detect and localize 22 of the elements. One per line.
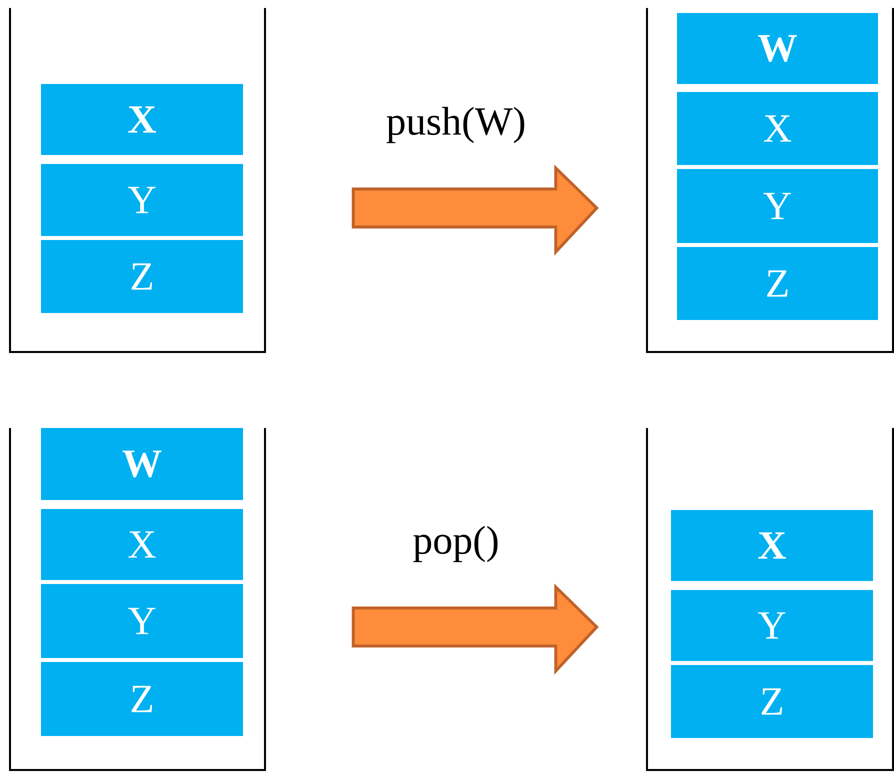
stack-item: Y — [671, 590, 873, 661]
stack-item: Y — [677, 169, 878, 243]
stack-container — [9, 428, 266, 771]
stack-item: Y — [41, 584, 243, 658]
stack-item: Z — [41, 240, 243, 313]
stack-item: X — [41, 84, 243, 155]
edge-label: pop() — [413, 526, 498, 562]
stack-item: X — [677, 92, 878, 165]
edge-label: push(W) — [386, 106, 524, 144]
block-arrow — [352, 584, 599, 675]
stack-item: Z — [41, 662, 243, 736]
stack-item: Z — [671, 665, 873, 738]
stack-item: W — [677, 13, 878, 84]
stack-item: X — [41, 509, 243, 580]
block-arrow — [352, 164, 599, 256]
stack-item: X — [671, 510, 873, 581]
stack-container — [646, 428, 894, 771]
stack-container — [9, 8, 266, 353]
stack-container — [646, 8, 894, 353]
stack-item: W — [41, 428, 243, 500]
stack-item: Z — [677, 247, 878, 320]
stack-item: Y — [41, 164, 243, 236]
